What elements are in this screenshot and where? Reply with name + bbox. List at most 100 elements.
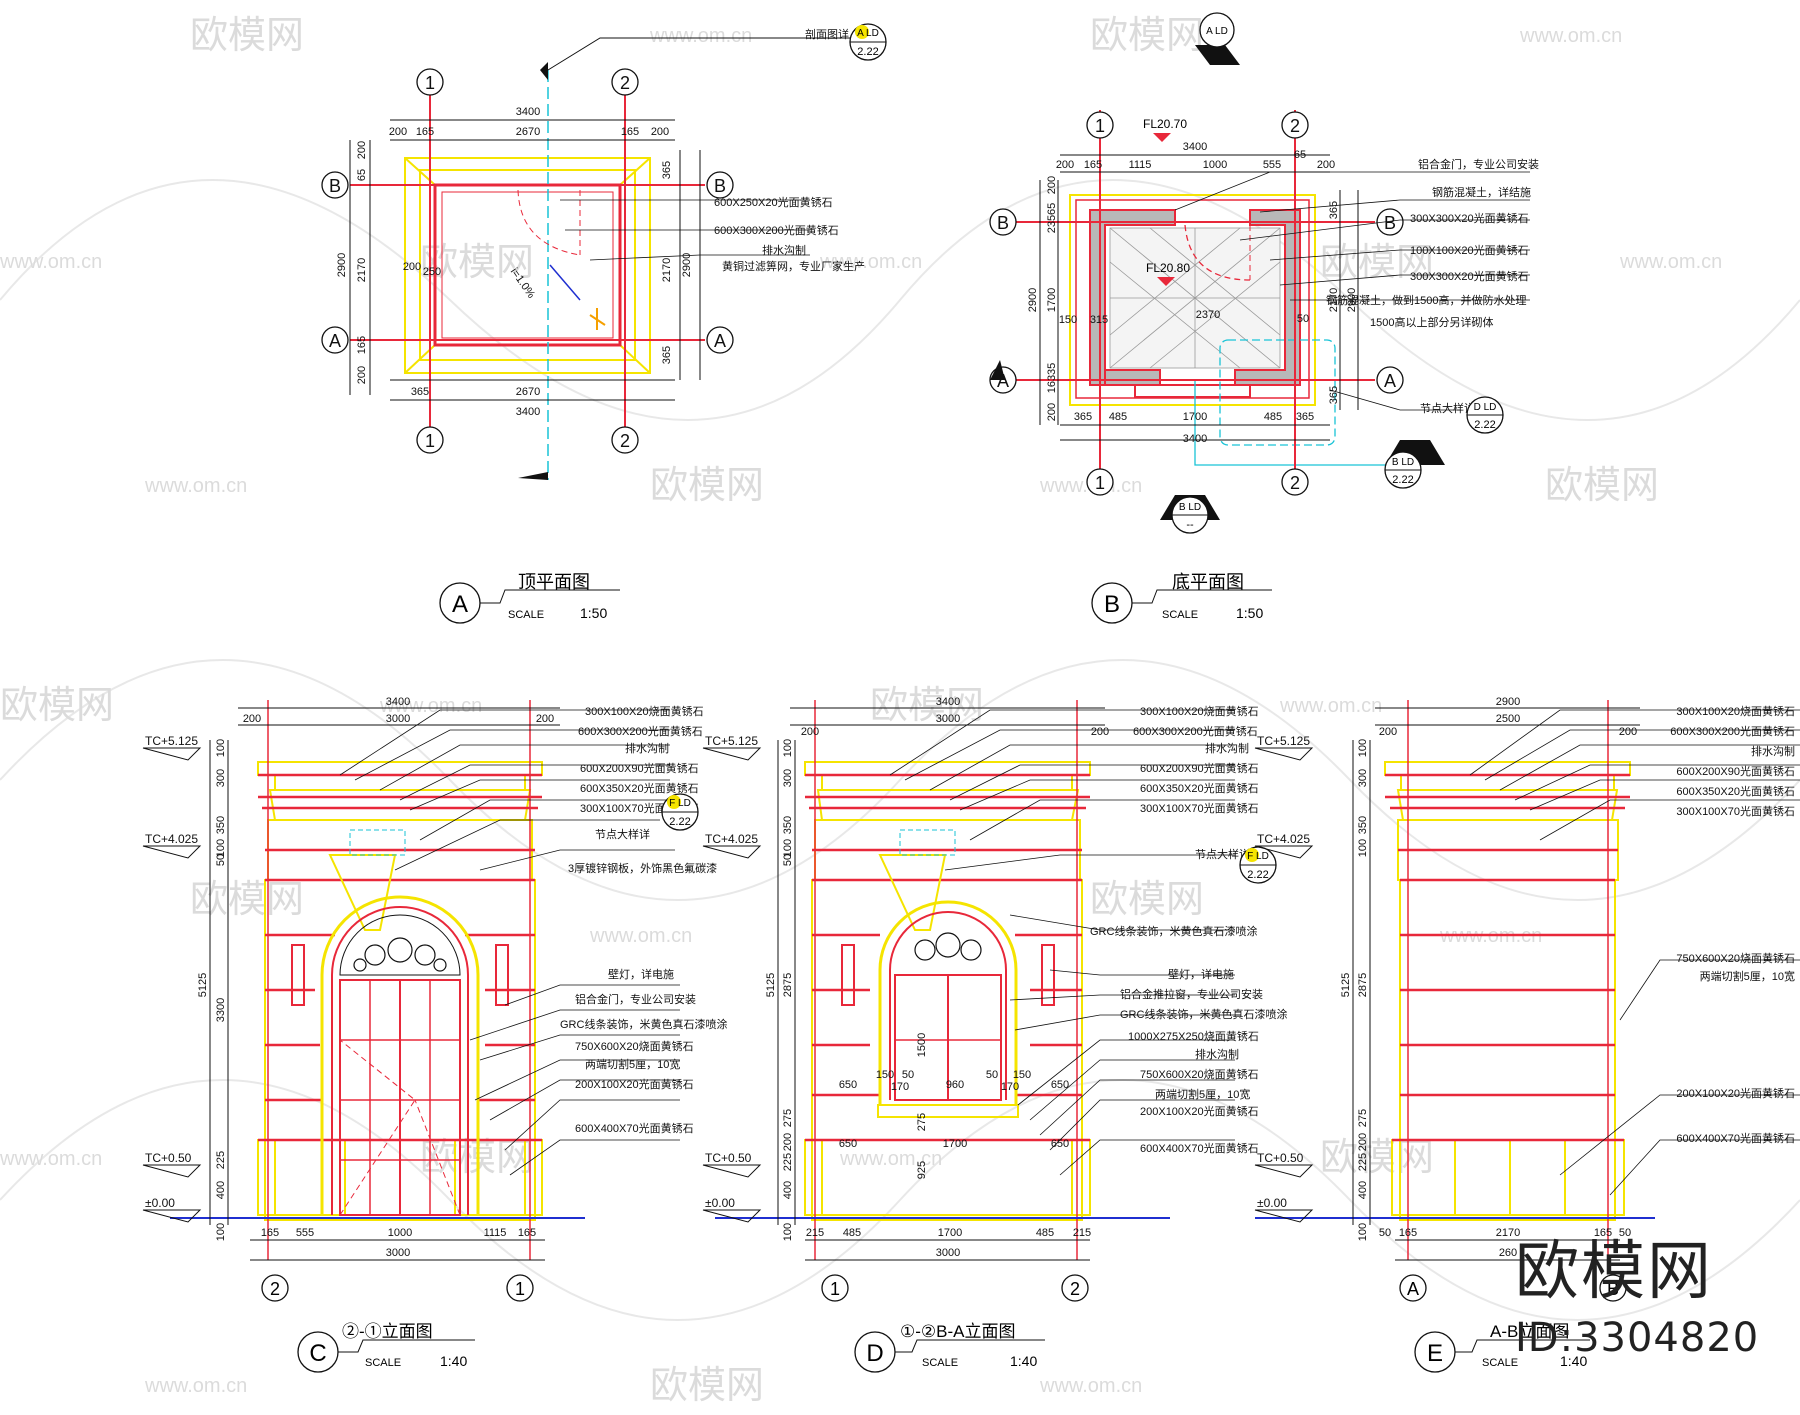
note: 200X100X20光面黄锈石	[575, 1077, 694, 1091]
scale-label: SCALE	[508, 609, 544, 621]
dim-label: 3000	[936, 1247, 960, 1259]
watermark-url: www.om.cn	[649, 25, 752, 47]
watermark-brand: 欧模网	[420, 242, 534, 284]
dim-label: 200	[389, 126, 407, 138]
section-ref-sheet: 2.22	[669, 816, 690, 828]
watermark-url: www.om.cn	[144, 475, 247, 497]
dim-label: 3000	[936, 713, 960, 725]
dim-label: 300	[1357, 769, 1369, 787]
ground-plan-drawing: 1 2 1 2 B B A A FL20.70 FL20.80 3400 200…	[989, 12, 1539, 624]
dim-label: 200	[1091, 726, 1109, 738]
level-label: TC+4.025	[1257, 832, 1310, 846]
note: 600X400X70光面黄锈石	[575, 1121, 694, 1135]
dim-label: 315	[1090, 314, 1108, 326]
watermark-brand: 欧模网	[650, 1365, 764, 1407]
level-label: TC+0.50	[705, 1151, 752, 1165]
dim-label: 365	[1074, 411, 1092, 423]
dim-label: 200	[536, 713, 554, 725]
section-ref: D LD	[1474, 402, 1497, 413]
dim-label: 350	[1357, 816, 1369, 834]
section-ref-sheet: 2.22	[857, 46, 878, 58]
drawing-label-b: B	[1104, 591, 1120, 618]
dim-label: 1500	[916, 1033, 928, 1057]
grid-bubble-1: 1	[830, 1279, 840, 1299]
note: 300X100X20烧面黄锈石	[1140, 704, 1259, 718]
dim-label: 200	[356, 366, 368, 384]
dim-label: 50	[1619, 1227, 1631, 1239]
dim-label: 555	[296, 1227, 314, 1239]
watermark-url: www.om.cn	[589, 925, 692, 947]
dim-label: 1700	[943, 1138, 967, 1150]
dim-label: 250	[423, 266, 441, 278]
dim-label: 50	[1297, 313, 1309, 325]
dim-label: 1000	[1203, 159, 1227, 171]
note: 黄铜过滤箅网，专业厂家生产	[722, 259, 865, 273]
note: 200X100X20光面黄锈石	[1140, 1104, 1259, 1118]
note: 600X250X20光面黄锈石	[714, 195, 833, 209]
note: 600X300X200光面黄锈石	[578, 724, 703, 738]
dim-label: 5125	[197, 973, 209, 997]
dim-label: 100	[215, 739, 227, 757]
watermark-layer: 欧模网 欧模网 www.om.cn www.om.cn www.om.cn 欧模…	[0, 15, 1800, 1407]
dim-label: 5125	[1340, 973, 1352, 997]
dim-label: 50	[902, 1069, 914, 1081]
drawing-label-e: E	[1427, 1340, 1443, 1367]
watermark-url: www.om.cn	[379, 695, 482, 717]
grid-bubble-1: 1	[425, 431, 435, 451]
dim-label: 3400	[1183, 433, 1207, 445]
dim-label: 365	[411, 386, 429, 398]
dim-label: 100	[782, 739, 794, 757]
note: 600X350X20光面黄锈石	[1676, 784, 1795, 798]
note: 750X600X20烧面黄锈石	[1140, 1067, 1259, 1081]
dim-label: 200	[782, 1133, 794, 1151]
note: GRC线条装饰，米黄色真石漆喷涂	[560, 1017, 727, 1031]
dim-label: 485	[1109, 411, 1127, 423]
dim-label: 2170	[356, 258, 368, 282]
dim-label: 3000	[386, 1247, 410, 1259]
note: 两端切割5厘，10宽	[1700, 969, 1795, 983]
note: 300X300X20光面黄锈石	[1410, 269, 1529, 283]
watermark-url: www.om.cn	[1619, 251, 1722, 273]
dim-label: 2900	[336, 253, 348, 277]
dim-label: 400	[215, 1181, 227, 1199]
dim-label: 200	[1619, 726, 1637, 738]
dim-label: 365	[661, 161, 673, 179]
dim-label: 150	[1059, 314, 1077, 326]
dim-label: 960	[946, 1079, 964, 1091]
grid-bubble-2: 2	[620, 431, 630, 451]
dim-label: 200	[801, 726, 819, 738]
note: 300X100X20烧面黄锈石	[585, 704, 704, 718]
watermark-url: www.om.cn	[1039, 1375, 1142, 1397]
note: 1000X275X250烧面黄锈石	[1128, 1029, 1259, 1043]
dim-label: 50	[782, 854, 794, 866]
scale-value: 1:50	[1236, 605, 1263, 621]
note: 600X200X90光面黄锈石	[1140, 761, 1259, 775]
scale-value: 1:40	[1010, 1353, 1037, 1369]
dim-label: 2370	[1196, 309, 1220, 321]
dim-label: 23565	[1046, 203, 1058, 234]
grid-bubble-b: B	[329, 176, 341, 196]
elevation-c-drawing: TC+5.125 TC+4.025 TC+0.50 ±0.00 3400 300…	[142, 696, 727, 1373]
dim-label: 170	[1001, 1081, 1019, 1093]
dim-label: 3400	[1183, 141, 1207, 153]
note: 600X400X70光面黄锈石	[1140, 1141, 1259, 1155]
level-label: TC+5.125	[705, 734, 758, 748]
dim-label: 165	[261, 1227, 279, 1239]
dim-label: 365	[1328, 386, 1340, 404]
level-label: ±0.00	[1257, 1196, 1287, 1210]
note: 节点大样详	[595, 827, 650, 841]
dim-label: 165	[621, 126, 639, 138]
brand-logo: 欧模网	[1515, 1235, 1713, 1309]
drawing-title: 底平面图	[1172, 572, 1244, 592]
note: 750X600X20烧面黄锈石	[1676, 951, 1795, 965]
dim-label: 2670	[516, 386, 540, 398]
elevation-d-drawing: TC+5.125 TC+4.025 TC+0.50 ±0.00 3400 300…	[702, 696, 1287, 1373]
drawing-title: 顶平面图	[518, 572, 590, 592]
level-label: ±0.00	[145, 1196, 175, 1210]
dim-label: 365	[1296, 411, 1314, 423]
note: 剖面图详	[805, 27, 849, 41]
dim-label: 2500	[1496, 713, 1520, 725]
dim-label: 3400	[516, 406, 540, 418]
watermark-url: www.om.cn	[839, 1148, 942, 1170]
note: 排水沟制	[1205, 741, 1249, 755]
